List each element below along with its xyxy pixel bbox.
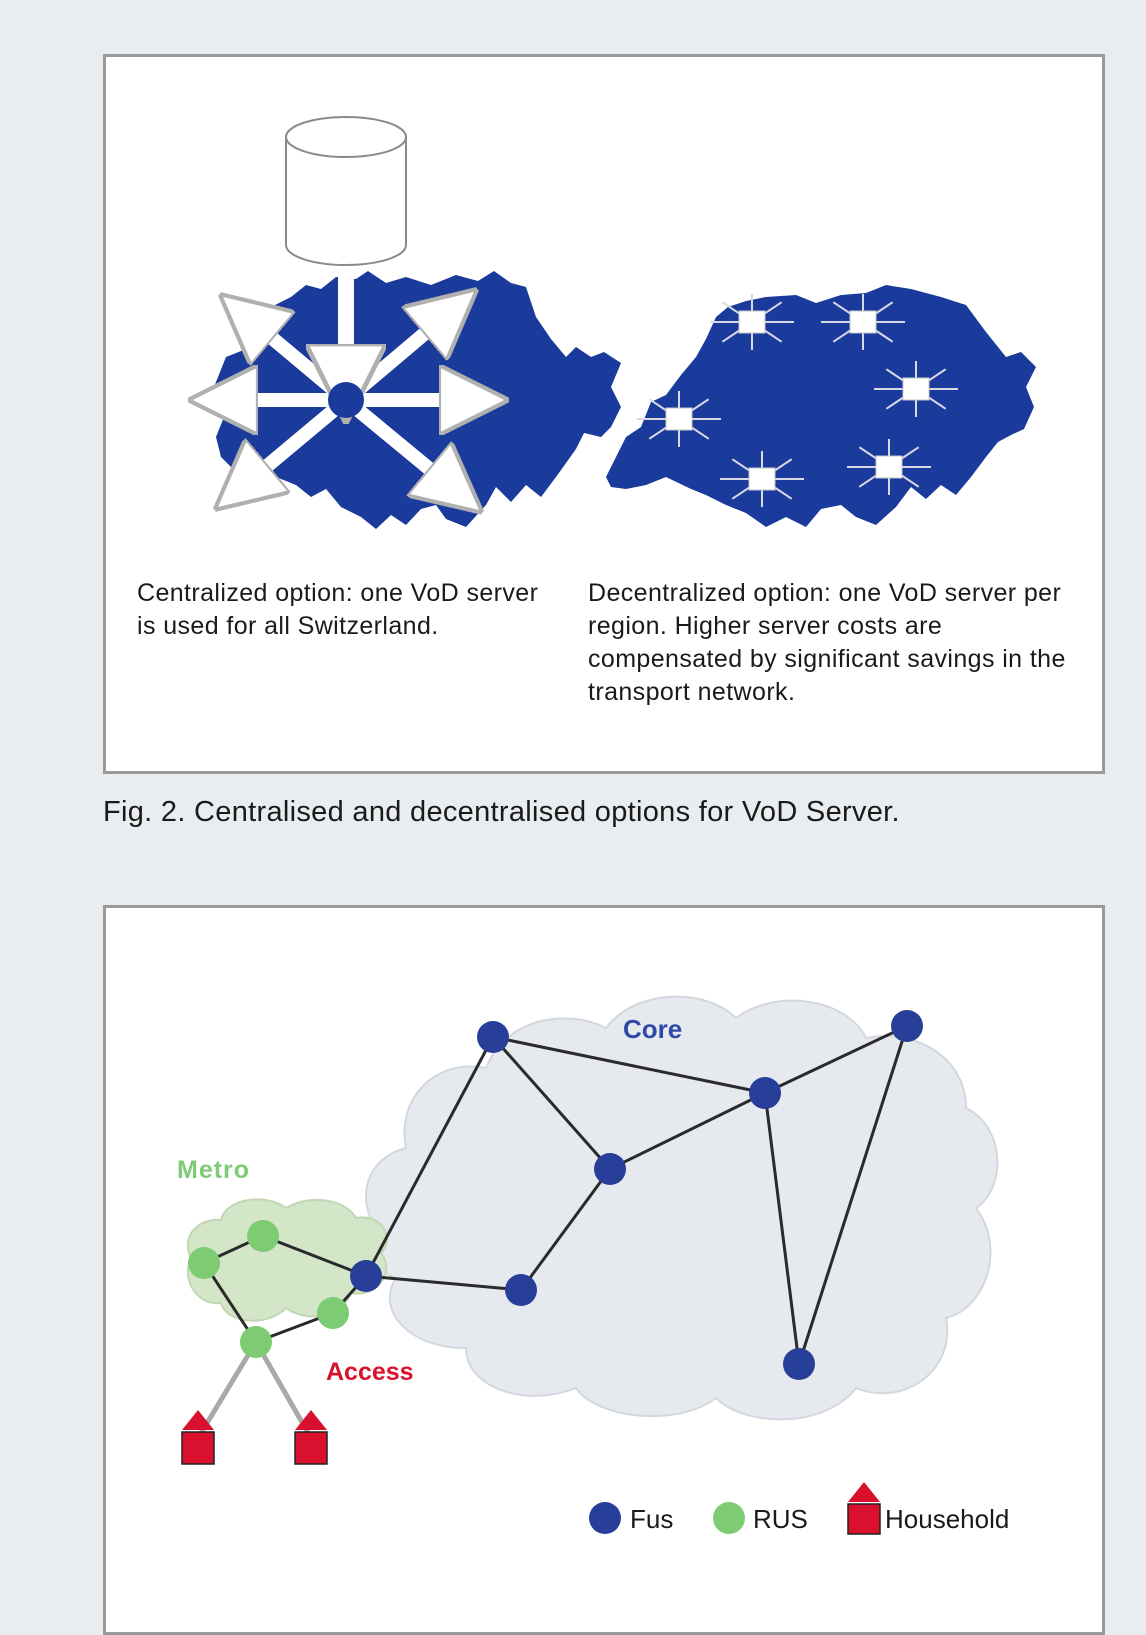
network-diagram: Core Metro Access Fus RUS Household	[177, 995, 1009, 1535]
server-icon	[874, 361, 958, 417]
legend-household-label: Household	[885, 1504, 1009, 1534]
figure-3-frame: Core Metro Access Fus RUS Household	[103, 905, 1105, 1635]
figure-2-caption: Fig. 2. Centralised and decentralised op…	[103, 796, 900, 828]
fus-node	[749, 1077, 781, 1109]
legend-fus-icon	[589, 1502, 621, 1534]
rus-node	[240, 1326, 272, 1358]
core-label: Core	[623, 1014, 682, 1044]
decentralized-caption: Decentralized option: one VoD server per…	[588, 579, 1066, 706]
legend: Fus RUS Household	[589, 1482, 1009, 1535]
server-icon	[720, 451, 804, 507]
legend-fus-label: Fus	[630, 1504, 673, 1534]
households	[181, 1410, 328, 1465]
legend-rus-icon	[713, 1502, 745, 1534]
rus-nodes	[188, 1220, 349, 1358]
fus-node	[505, 1274, 537, 1306]
core-links	[364, 1024, 909, 1365]
fus-node	[783, 1348, 815, 1380]
arrows-radiating-icon	[216, 272, 481, 495]
server-icon	[847, 439, 931, 495]
fus-node	[477, 1021, 509, 1053]
server-icon	[637, 391, 721, 447]
fus-node	[594, 1153, 626, 1185]
metro-cloud	[186, 1198, 388, 1322]
core-cloud	[365, 995, 999, 1421]
legend-rus-label: RUS	[753, 1504, 808, 1534]
figure-2-frame: Centralized option: one VoD server is us…	[103, 54, 1105, 774]
legend-household-icon	[847, 1482, 881, 1535]
figure-2-illustration	[106, 116, 1036, 529]
server-icon	[710, 294, 794, 350]
rus-node	[247, 1220, 279, 1252]
rus-node	[188, 1247, 220, 1279]
centralized-caption: Centralized option: one VoD server is us…	[137, 579, 539, 640]
fus-node	[891, 1010, 923, 1042]
server-icon	[821, 294, 905, 350]
metro-label: Metro	[177, 1156, 250, 1184]
rus-node	[317, 1297, 349, 1329]
regional-servers-icon	[637, 294, 958, 507]
household-icon	[181, 1410, 215, 1465]
access-label: Access	[326, 1358, 414, 1386]
fus-node	[350, 1260, 382, 1292]
fus-nodes	[350, 1010, 923, 1380]
database-cylinder-icon	[285, 116, 407, 266]
household-icon	[294, 1410, 328, 1465]
